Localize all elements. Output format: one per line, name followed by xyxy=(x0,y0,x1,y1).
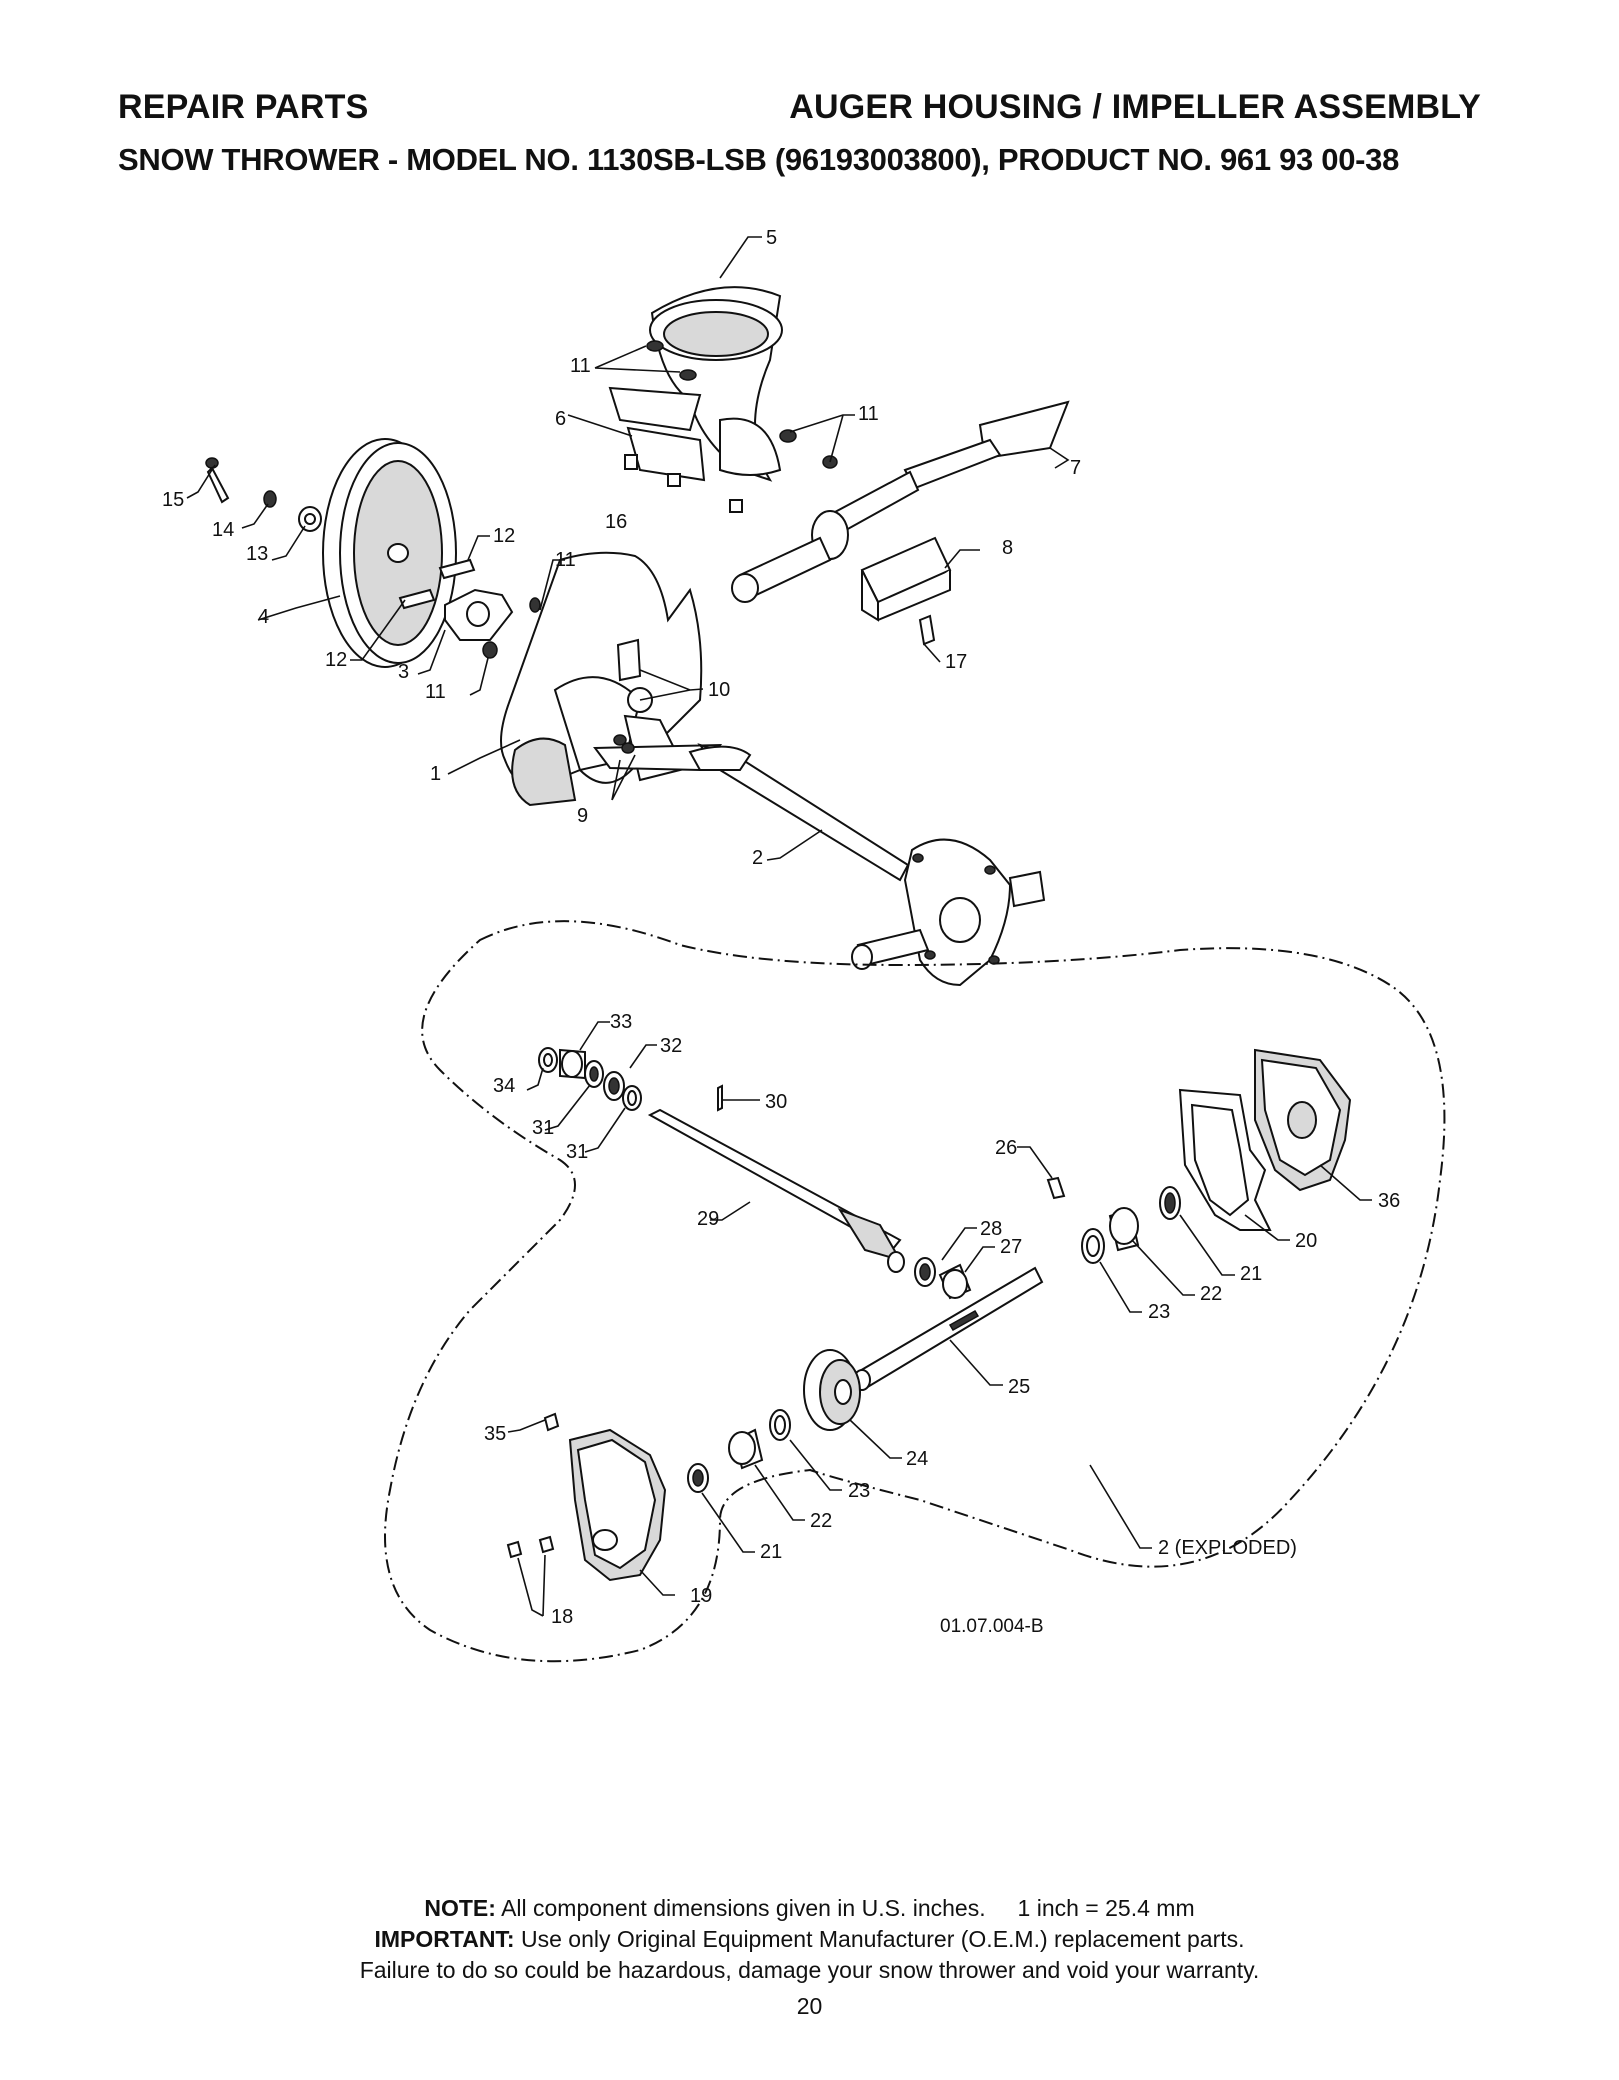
callout-9: 9 xyxy=(577,805,588,827)
note-text: All component dimensions given in U.S. i… xyxy=(501,1895,1195,1921)
callout-19: 19 xyxy=(690,1585,712,1607)
important-line: IMPORTANT: Use only Original Equipment M… xyxy=(0,1924,1619,1955)
callout-23: 23 xyxy=(1148,1301,1170,1323)
pulley-part xyxy=(205,438,514,668)
callout-14: 14 xyxy=(212,519,234,541)
auger-housing-part xyxy=(500,551,723,807)
callout-26: 26 xyxy=(995,1137,1017,1159)
callout-36: 36 xyxy=(1378,1190,1400,1212)
callout-11: 11 xyxy=(858,403,879,425)
callout-29: 29 xyxy=(697,1208,719,1230)
warning-line: Failure to do so could be hazardous, dam… xyxy=(359,1957,1260,1983)
callout-12: 12 xyxy=(325,649,347,671)
exploded-parts xyxy=(506,1047,1352,1582)
callout-11: 11 xyxy=(425,681,446,703)
callout-6: 6 xyxy=(555,408,566,430)
callout-33: 33 xyxy=(610,1011,632,1033)
chute-part xyxy=(608,286,838,513)
callout-24: 24 xyxy=(906,1448,928,1470)
callout-7: 7 xyxy=(1070,457,1081,479)
callout-17: 17 xyxy=(945,651,967,673)
callout-28: 28 xyxy=(980,1218,1002,1240)
callout-5: 5 xyxy=(766,227,777,249)
assembly-title: AUGER HOUSING / IMPELLER ASSEMBLY xyxy=(789,88,1481,126)
callout-31: 31 xyxy=(532,1117,554,1139)
callout-23: 23 xyxy=(848,1480,870,1502)
callout-21: 21 xyxy=(1240,1263,1262,1285)
leader-lines xyxy=(186,236,1372,1617)
callout-11: 11 xyxy=(570,355,591,377)
note-line: NOTE: All component dimensions given in … xyxy=(0,1893,1619,1924)
callout-10: 10 xyxy=(708,679,730,701)
callout-31: 31 xyxy=(566,1141,588,1163)
callout-12: 12 xyxy=(493,525,515,547)
important-text: Use only Original Equipment Manufacturer… xyxy=(521,1926,1245,1952)
callout-32: 32 xyxy=(660,1035,682,1057)
callout-2-exploded: 2 (EXPLODED) xyxy=(1158,1537,1297,1559)
bracket-part xyxy=(860,536,952,646)
callout-21: 21 xyxy=(760,1541,782,1563)
callout-8: 8 xyxy=(1002,537,1013,559)
callout-13: 13 xyxy=(246,543,268,565)
callout-22: 22 xyxy=(1200,1283,1222,1305)
callout-25: 25 xyxy=(1008,1376,1030,1398)
callout-1: 1 xyxy=(430,763,441,785)
callout-30: 30 xyxy=(765,1091,787,1113)
callout-11: 11 xyxy=(555,549,576,571)
model-line: SNOW THROWER - MODEL NO. 1130SB-LSB (961… xyxy=(118,142,1400,177)
section-title: REPAIR PARTS xyxy=(118,88,369,126)
callout-27: 27 xyxy=(1000,1236,1022,1258)
drawing-code: 01.07.004-B xyxy=(940,1616,1044,1637)
callout-15: 15 xyxy=(162,489,184,511)
callout-2: 2 xyxy=(752,847,763,869)
gearbox-assembly-part xyxy=(688,743,1046,987)
important-label: IMPORTANT: xyxy=(374,1926,515,1952)
callout-4: 4 xyxy=(258,606,269,628)
callout-labels: 5 11 6 11 7 8 17 15 14 13 12 11 16 4 1 2 … xyxy=(162,227,1400,1637)
note-label: NOTE: xyxy=(424,1895,496,1921)
callout-16: 16 xyxy=(605,511,627,533)
impeller-shaft-part xyxy=(731,400,1070,603)
callout-35: 35 xyxy=(484,1423,506,1445)
callout-22: 22 xyxy=(810,1510,832,1532)
exploded-view-outline xyxy=(384,920,1446,1663)
callout-3: 3 xyxy=(398,661,409,683)
callout-18: 18 xyxy=(551,1606,573,1628)
page-number: 20 xyxy=(796,1993,823,2019)
callout-34: 34 xyxy=(493,1075,515,1097)
callout-20: 20 xyxy=(1295,1230,1317,1252)
